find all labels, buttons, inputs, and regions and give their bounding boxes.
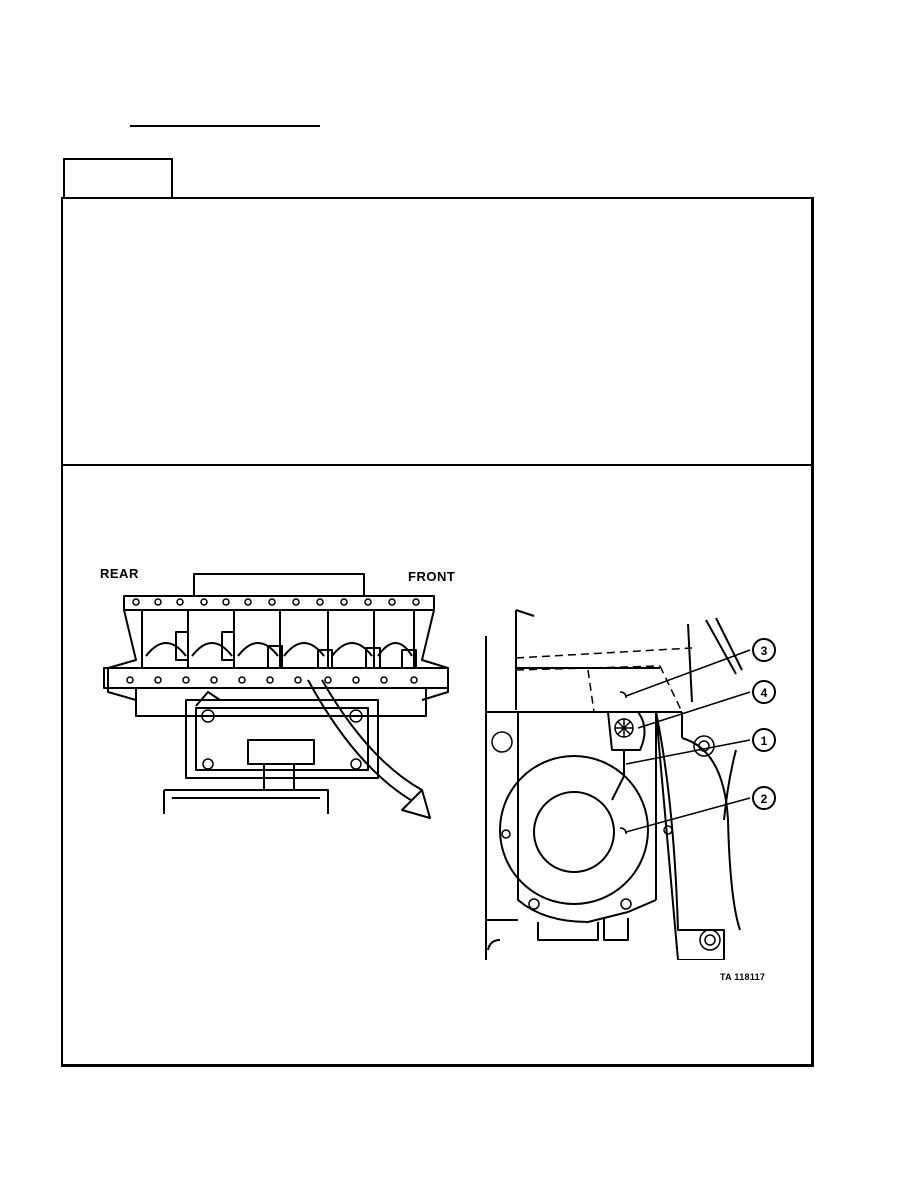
procedure-frame bbox=[61, 197, 814, 1067]
section-title-underline bbox=[130, 125, 320, 127]
step-tab-box bbox=[63, 158, 173, 198]
front-label: FRONT bbox=[408, 569, 456, 584]
callout-4: 4 bbox=[761, 686, 768, 700]
frame-divider bbox=[61, 464, 814, 466]
rear-label: REAR bbox=[100, 566, 139, 581]
callout-2: 2 bbox=[761, 792, 768, 806]
procedure-text-area bbox=[70, 210, 800, 450]
block-detail-illustration: 3 4 1 2 bbox=[485, 609, 776, 960]
callout-1: 1 bbox=[761, 734, 768, 748]
engine-block-illustration bbox=[103, 573, 449, 819]
callout-3: 3 bbox=[761, 644, 768, 658]
figure-reference-number: TA 118117 bbox=[720, 972, 766, 982]
